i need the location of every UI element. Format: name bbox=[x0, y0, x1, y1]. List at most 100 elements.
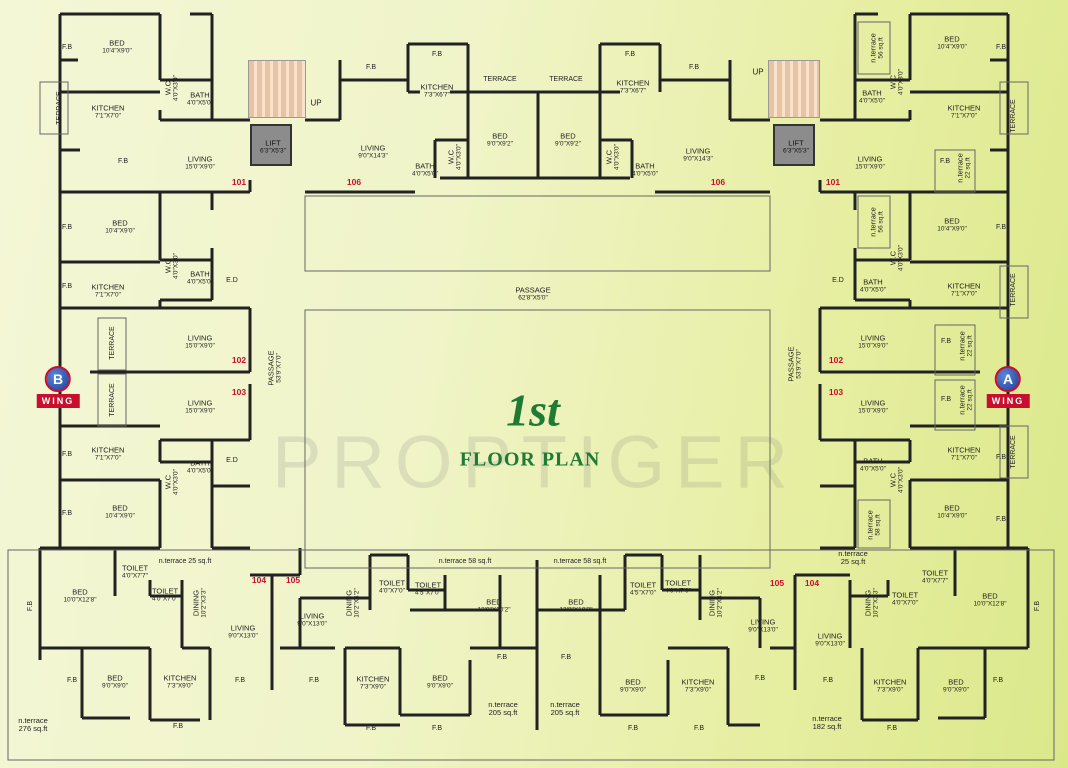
unit-104-right: 104 bbox=[804, 578, 820, 588]
room-fb: F.B bbox=[560, 654, 572, 662]
room-terrace: TERRACE bbox=[109, 326, 117, 360]
room-fb: F.B bbox=[995, 44, 1007, 52]
room-fb: F.B bbox=[61, 283, 73, 291]
room-fb: F.B bbox=[995, 224, 1007, 232]
staircase-right bbox=[768, 60, 820, 118]
room-terrace: TERRACE bbox=[109, 383, 117, 417]
room-terrace: TERRACE bbox=[549, 76, 583, 84]
room-terrace: TERRACE bbox=[1010, 99, 1018, 133]
unit-101-left: 101 bbox=[231, 177, 247, 187]
unit-103-right: 103 bbox=[828, 387, 844, 397]
area-nterrace-25: n.terrace 25 sq.ft bbox=[158, 558, 212, 566]
room-terrace: TERRACE bbox=[1010, 273, 1018, 307]
stair-up-label-left: UP bbox=[310, 98, 322, 108]
room-fb: F.B bbox=[61, 451, 73, 459]
room-terrace: TERRACE bbox=[56, 91, 64, 125]
room-ed: E.D bbox=[226, 457, 238, 465]
room-fb: F.B bbox=[886, 725, 898, 733]
room-fb: F.B bbox=[940, 338, 952, 346]
room-ed: E.D bbox=[226, 277, 238, 285]
area-nterrace-58: n.terrace 58 sq.ft bbox=[438, 558, 492, 566]
room-terrace: TERRACE bbox=[1010, 435, 1018, 469]
room-fb: F.B bbox=[27, 600, 35, 612]
room-fb: F.B bbox=[627, 725, 639, 733]
room-fb: F.B bbox=[61, 510, 73, 518]
unit-106-left: 106 bbox=[346, 177, 362, 187]
unit-105-right: 105 bbox=[769, 578, 785, 588]
unit-102-right: 102 bbox=[828, 355, 844, 365]
title-number: 1st bbox=[506, 384, 560, 436]
room-fb: F.B bbox=[822, 677, 834, 685]
room-fb: F.B bbox=[66, 677, 78, 685]
unit-105-left: 105 bbox=[285, 575, 301, 585]
room-fb: F.B bbox=[234, 677, 246, 685]
stair-up-label-right: UP bbox=[752, 67, 764, 77]
watermark: PROPTIGER bbox=[272, 420, 798, 504]
room-fb: F.B bbox=[939, 158, 951, 166]
room-fb: F.B bbox=[431, 725, 443, 733]
unit-104-left: 104 bbox=[251, 575, 267, 585]
room-ed: E.D bbox=[832, 277, 844, 285]
room-fb: F.B bbox=[365, 64, 377, 72]
